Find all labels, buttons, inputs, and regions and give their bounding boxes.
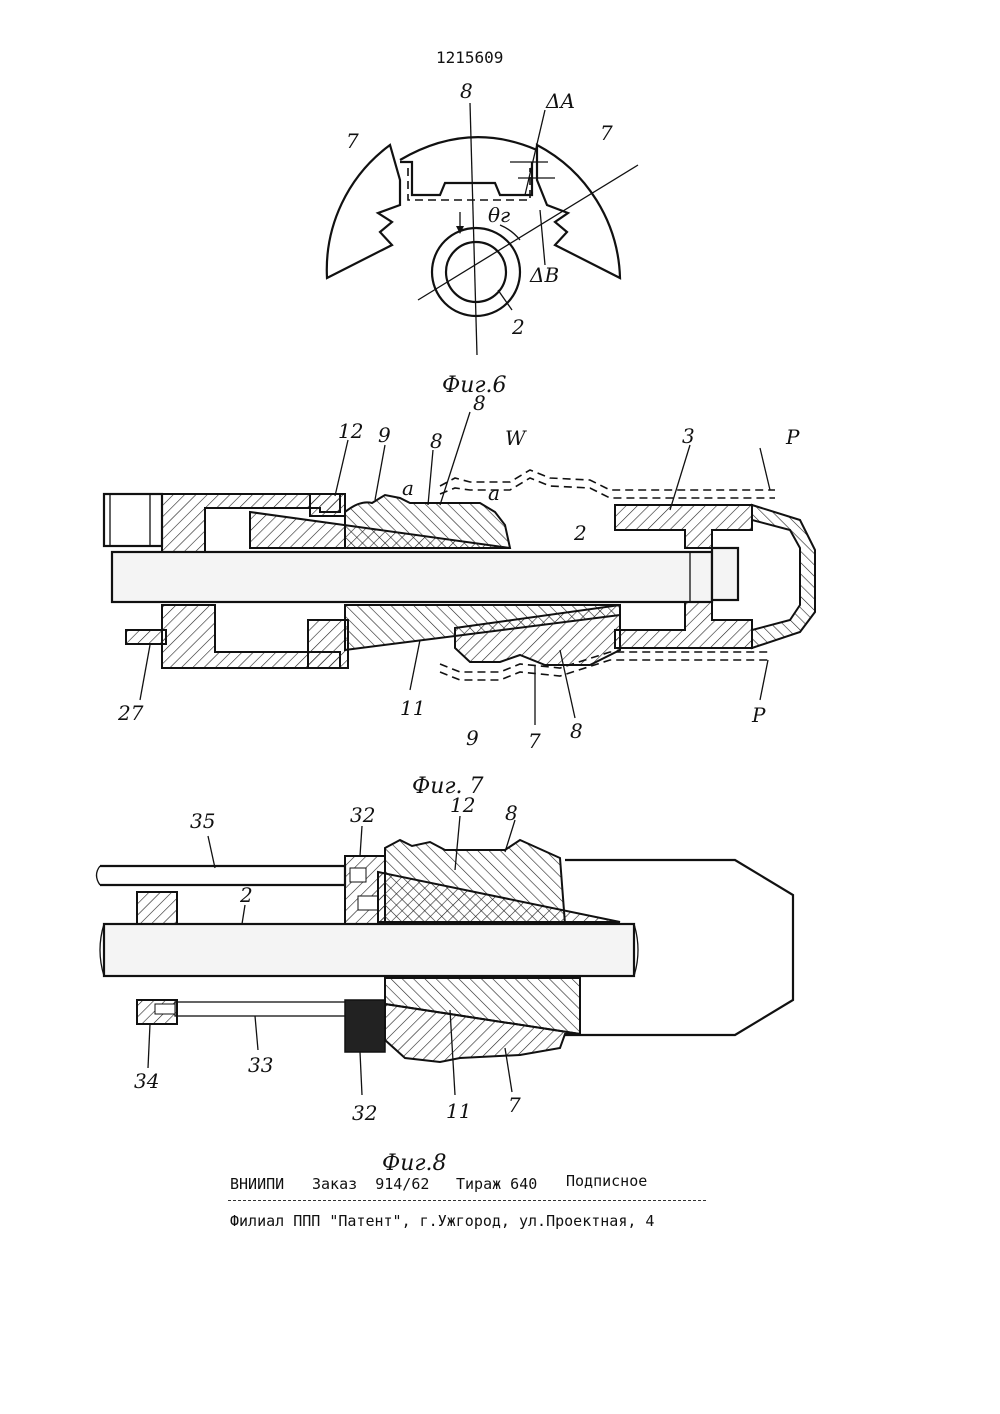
- fig8-rod-35: [100, 866, 345, 885]
- fig7-label-9-top: 9: [378, 423, 391, 447]
- fig7-label-2: 2: [573, 521, 587, 545]
- fig6-label-delta-b: ΔB: [529, 263, 559, 287]
- fig8-label-12: 12: [450, 793, 475, 817]
- fig7-shaft-2: [112, 552, 712, 602]
- fig7-end-cap: [752, 505, 815, 648]
- fig7-label-8-mid: 8: [430, 429, 443, 453]
- fig7-label-8-bottom: 8: [570, 719, 583, 743]
- fig6-dovetail: [400, 162, 532, 195]
- fig7-fitting-3-top: [615, 505, 752, 548]
- fig6-label-2: 2: [511, 315, 525, 339]
- figure-6: 8 7 7 ΔA θг ΔB 2 Фиг.6: [327, 79, 638, 398]
- fig7-segment-8-upper: [345, 495, 510, 548]
- fig6-oblique-axis: [418, 165, 638, 300]
- fig8-shaft-2: [104, 924, 634, 976]
- fig7-label-a-2: a: [488, 481, 500, 505]
- fig7-label-11: 11: [400, 696, 425, 720]
- footer-run: Тираж 640: [456, 1175, 537, 1193]
- fig8-label-34: 34: [134, 1069, 159, 1093]
- fig7-fitting-3-bottom: [615, 602, 752, 648]
- fig7-threaded-end: [104, 494, 162, 546]
- fig7-pin-27: [126, 630, 166, 644]
- fig6-label-7-right: 7: [600, 121, 613, 145]
- fig7-label-12: 12: [338, 419, 363, 443]
- fig8-label-2: 2: [239, 883, 253, 907]
- fig8-label-32-bottom: 32: [352, 1101, 377, 1125]
- fig8-label-33: 33: [248, 1053, 273, 1077]
- fig8-label-35: 35: [190, 809, 215, 833]
- fig7-label-3: 3: [682, 424, 695, 448]
- footer-branch: Филиал ППП "Патент", г.Ужгород, ул.Проек…: [230, 1212, 654, 1230]
- figure-8: 35 32 12 8 2 34 33 32 11 7 Фиг.8: [97, 793, 794, 1176]
- fig6-segment-8: [400, 137, 537, 160]
- footer-order: Заказ 914/62: [312, 1175, 429, 1193]
- fig7-label-7: 7: [528, 729, 541, 753]
- fig8-caption: Фиг.8: [382, 1151, 447, 1176]
- fig6-label-7-left: 7: [346, 129, 359, 153]
- fig7-label-8-top: 8: [473, 391, 486, 415]
- footer-org: ВНИИПИ: [230, 1175, 284, 1193]
- fig8-collar-32-bottom: [345, 1000, 385, 1052]
- fig7-label-9-bottom: 9: [466, 726, 479, 750]
- fig7-label-27: 27: [117, 701, 144, 725]
- footer-type: Подписное: [566, 1172, 647, 1190]
- fig6-label-8: 8: [460, 79, 473, 103]
- fig6-label-delta-a: ΔA: [545, 89, 575, 113]
- fig8-label-8: 8: [505, 801, 518, 825]
- fig7-label-p-bottom: P: [751, 703, 766, 727]
- fig8-label-11: 11: [446, 1099, 471, 1123]
- fig8-label-7: 7: [508, 1093, 521, 1117]
- fig7-label-a-1: a: [402, 476, 414, 500]
- fig8-label-32-top: 32: [350, 803, 375, 827]
- fig6-label-theta: θг: [488, 203, 510, 227]
- fig6-shaft-inner: [446, 242, 506, 302]
- fig7-label-w: W: [505, 426, 527, 450]
- footer-divider: [228, 1200, 706, 1201]
- fig7-label-p-top: P: [785, 425, 800, 449]
- fig6-segment-7-right: [537, 145, 620, 278]
- fig8-block: [137, 892, 177, 924]
- figure-7: 8 12 9 8 a a W 2 3 P 27 11 9 7 8 P Фиг. …: [104, 391, 815, 799]
- fig6-segment-7-left: [327, 145, 400, 278]
